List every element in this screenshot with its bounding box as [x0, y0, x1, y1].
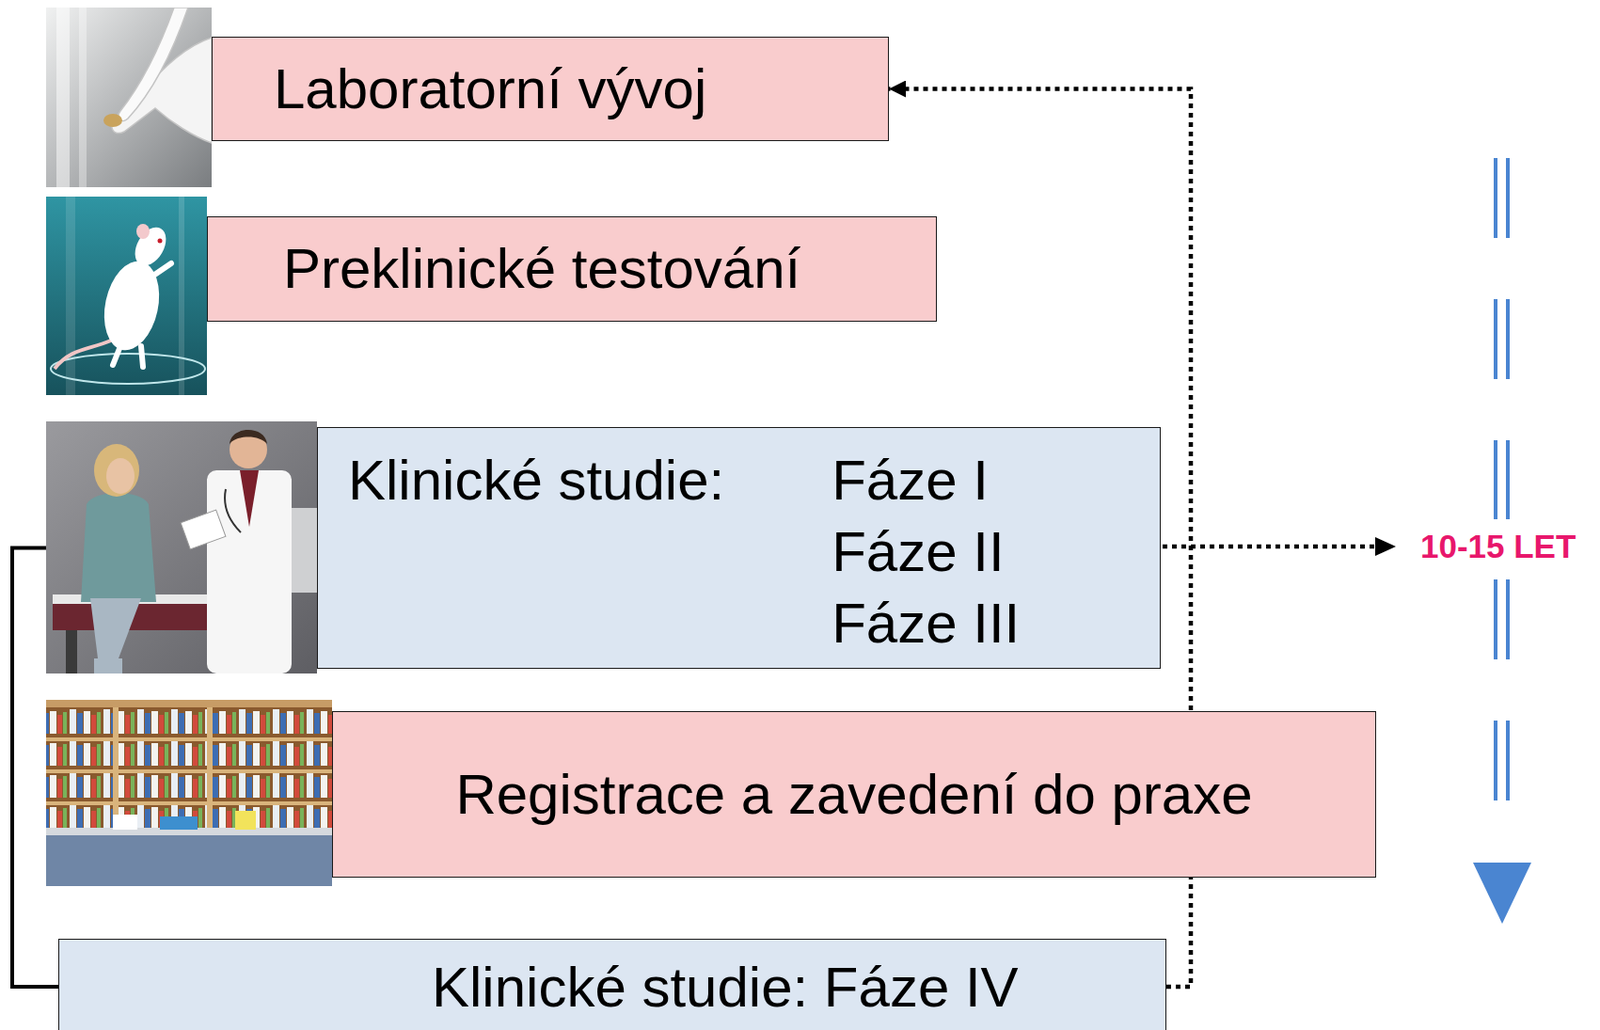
pharmacy-photo [46, 827, 333, 887]
pharmacy-photo [159, 816, 198, 830]
rat-photo [128, 221, 173, 271]
rat-photo [46, 196, 207, 396]
duration-leader [1375, 537, 1396, 556]
clinic-photo [224, 489, 241, 533]
box-title: Klinické studie: Fáze IV [431, 951, 1166, 1024]
timeline-arrow [1505, 579, 1510, 660]
process-box: Laboratorní vývoj [211, 36, 889, 142]
process-box: Klinické studie: Fáze IV [58, 938, 1167, 1030]
clinic-photo [65, 630, 78, 674]
box-title: Preklinické testování [283, 233, 801, 305]
clinic-photo [94, 443, 140, 497]
process-box: Preklinické testování [206, 216, 937, 322]
process-box: Klinické studie: Fáze IFáze IIFáze III [316, 427, 1161, 669]
pharmacy-photo [46, 801, 333, 806]
pharmacy-photo [46, 699, 333, 887]
pharmacy-photo [112, 814, 138, 830]
timeline-arrow [1505, 158, 1510, 238]
clinic-photo [106, 458, 135, 494]
duration-label: 10-15 LET [1420, 526, 1576, 567]
timeline-arrow [1505, 440, 1510, 520]
box-title: Laboratorní vývoj [273, 53, 707, 126]
lab-photo [46, 7, 212, 188]
rat-photo [46, 196, 207, 396]
pharmacy-photo [46, 769, 333, 774]
duration-leader [1162, 544, 1379, 550]
rat-photo [54, 340, 111, 369]
pharmacy-photo [46, 699, 333, 887]
box-title: Registrace a zavedení do praxe [455, 759, 1252, 831]
pharmacy-photo [235, 810, 256, 830]
clinic-photo [206, 470, 292, 674]
timeline-arrow [1473, 862, 1532, 924]
clinic-photo [46, 421, 317, 674]
timeline-arrow [1505, 299, 1510, 380]
timeline-arrow [1493, 440, 1498, 520]
pharmacy-photo [46, 737, 333, 742]
timeline-arrow [1493, 579, 1498, 660]
process-box: Registrace a zavedení do praxe [332, 711, 1377, 878]
duration-leader [1162, 537, 1396, 556]
rat-photo [65, 196, 76, 396]
clinic-photo [80, 492, 157, 602]
timeline-arrow [1493, 720, 1498, 801]
clinic-photo [94, 658, 123, 674]
clinic-photo [229, 430, 268, 469]
rat-photo [112, 346, 143, 367]
lab-photo [46, 7, 212, 188]
phase-item: Fáze II [831, 516, 1020, 588]
clinic-photo [46, 421, 317, 674]
clinic-photo [229, 429, 268, 444]
lab-photo [118, 7, 189, 121]
timeline-arrow [1493, 158, 1498, 238]
clinic-photo [180, 509, 226, 550]
pharmacy-photo [206, 707, 213, 830]
lab-photo [103, 113, 123, 127]
box-title: Klinické studie: [348, 444, 725, 517]
clinic-photo [90, 598, 142, 659]
pharmacy-photo [46, 707, 333, 830]
rat-photo [50, 353, 206, 384]
lab-photo [56, 7, 70, 188]
timeline-arrow [1505, 720, 1510, 801]
pharmacy-photo [112, 707, 119, 830]
rat-photo [150, 263, 172, 278]
lab-photo [79, 7, 87, 188]
rat-photo [158, 238, 163, 244]
rat-photo [178, 196, 185, 396]
timeline-arrow [1493, 299, 1498, 380]
clinic-photo [239, 470, 259, 527]
phase-item: Fáze III [831, 587, 1020, 660]
rat-photo [136, 223, 150, 239]
phase-item: Fáze I [831, 444, 1020, 517]
